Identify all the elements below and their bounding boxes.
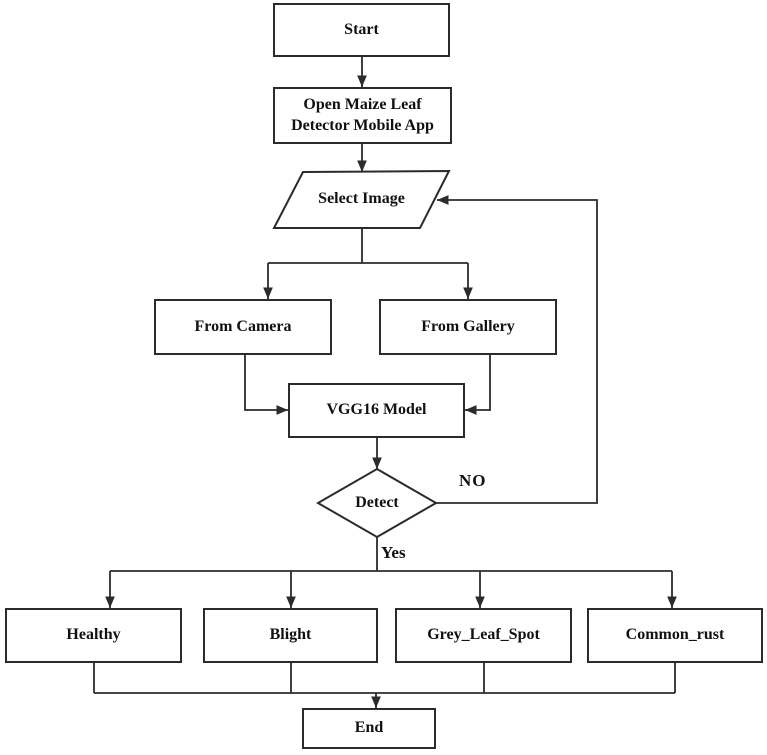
node-blight-label: Blight (269, 626, 312, 644)
node-from-camera: From Camera (154, 299, 332, 355)
node-healthy-label: Healthy (66, 626, 121, 644)
node-from-gallery: From Gallery (379, 299, 557, 355)
node-from-gallery-label: From Gallery (421, 317, 515, 335)
node-detect-label: Detect (355, 493, 399, 511)
node-open-app: Open Maize Leaf Detector Mobile App (273, 87, 452, 144)
node-grey-leaf-spot-label: Grey_Leaf_Spot (427, 626, 540, 644)
node-common-rust-label: Common_rust (625, 626, 725, 644)
node-select-image-label: Select Image (318, 190, 405, 208)
node-vgg16-model-label: VGG16 Model (326, 401, 427, 419)
diamond-shape (316, 467, 438, 539)
node-end: End (302, 708, 436, 749)
node-blight: Blight (203, 608, 378, 663)
node-start: Start (273, 3, 450, 57)
node-open-app-label: Open Maize Leaf Detector Mobile App (291, 96, 434, 134)
node-start-label: Start (344, 20, 379, 38)
parallelogram-shape (272, 169, 451, 229)
node-detect-decision: Detect (316, 467, 438, 539)
edge-label-yes: Yes (381, 543, 406, 562)
edge-fromcamera-to-vgg16 (244, 355, 288, 415)
edge-label-no: NO (459, 471, 487, 490)
node-end-label: End (354, 719, 384, 737)
edge-fromgallery-to-vgg16 (465, 355, 491, 415)
node-vgg16-model: VGG16 Model (288, 383, 465, 438)
node-select-image: Select Image (271, 169, 452, 230)
node-healthy: Healthy (5, 608, 182, 663)
node-grey-leaf-spot: Grey_Leaf_Spot (395, 608, 572, 663)
node-common-rust: Common_rust (587, 608, 763, 663)
edge-detect-no-loop (436, 195, 598, 504)
node-from-camera-label: From Camera (194, 317, 292, 335)
